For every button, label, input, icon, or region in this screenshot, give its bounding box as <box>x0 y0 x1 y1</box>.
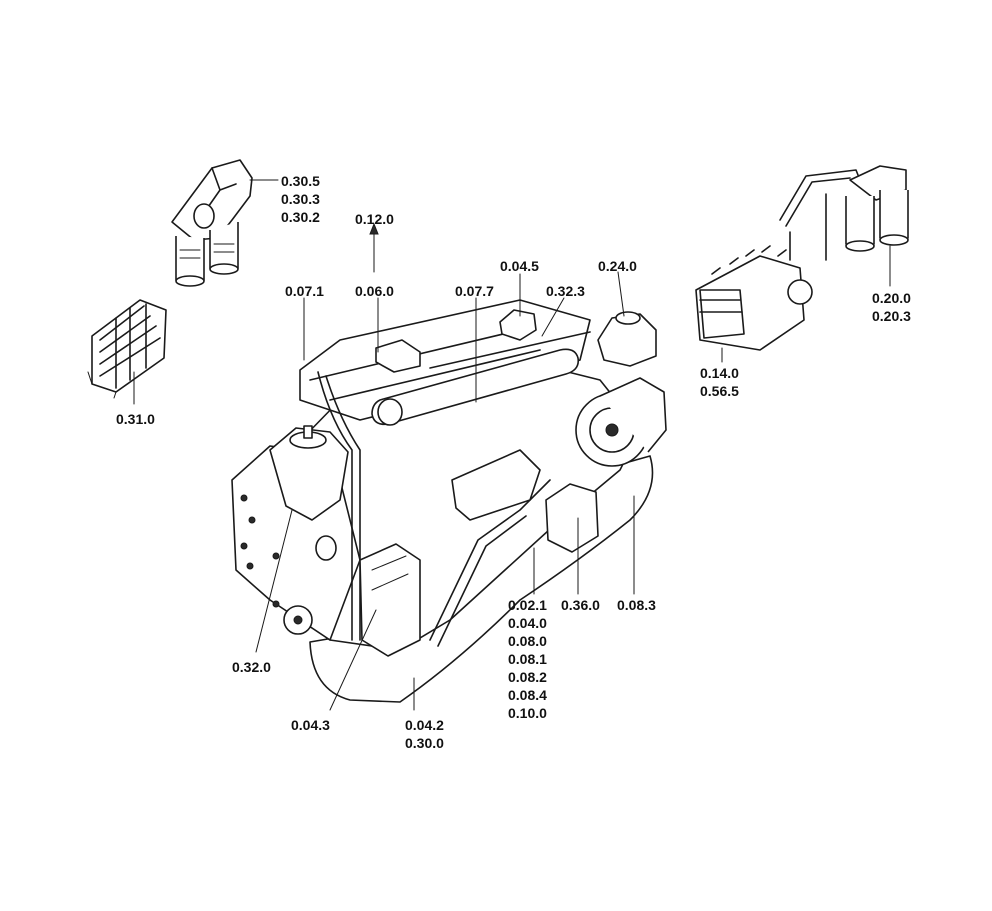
callout-line: 0.04.0 <box>508 615 547 631</box>
callout-line: 0.07.1 <box>285 283 324 299</box>
callout-line: 0.32.0 <box>232 659 271 675</box>
callout-0-02-1-group: 0.02.1 0.04.0 0.08.0 0.08.1 0.08.2 0.08.… <box>508 596 547 722</box>
callout-0-08-3: 0.08.3 <box>617 596 656 614</box>
control-unit <box>87 299 167 399</box>
callout-0-32-0: 0.32.0 <box>232 658 271 676</box>
callout-0-06-0: 0.06.0 <box>355 282 394 300</box>
callout-0-07-1: 0.07.1 <box>285 282 324 300</box>
callout-line: 0.08.4 <box>508 687 547 703</box>
callout-line: 0.06.0 <box>355 283 394 299</box>
callout-line: 0.32.3 <box>546 283 585 299</box>
callout-line: 0.04.3 <box>291 717 330 733</box>
callout-line: 0.10.0 <box>508 705 547 721</box>
callout-0-14-group: 0.14.0 0.56.5 <box>700 364 739 400</box>
callout-line: 0.20.0 <box>872 290 911 306</box>
callout-line: 0.08.1 <box>508 651 547 667</box>
callout-line: 0.04.2 <box>405 717 444 733</box>
callout-line: 0.07.7 <box>455 283 494 299</box>
callout-line: 0.20.3 <box>872 308 911 324</box>
injection-pump-assembly <box>695 169 861 351</box>
callout-line: 0.30.5 <box>281 173 320 189</box>
callout-line: 0.30.0 <box>405 735 444 751</box>
callout-0-24-0: 0.24.0 <box>598 257 637 275</box>
oil-filter-bracket-assembly <box>171 159 253 287</box>
callout-line: 0.14.0 <box>700 365 739 381</box>
callout-line: 0.30.2 <box>281 209 320 225</box>
leader-lines <box>133 179 891 711</box>
callout-line: 0.31.0 <box>116 411 155 427</box>
callout-0-07-7: 0.07.7 <box>455 282 494 300</box>
callout-line: 0.04.5 <box>500 258 539 274</box>
callout-0-36-0: 0.36.0 <box>561 596 600 614</box>
callout-line: 0.24.0 <box>598 258 637 274</box>
callout-0-04-2-group: 0.04.2 0.30.0 <box>405 716 444 752</box>
callout-0-04-3: 0.04.3 <box>291 716 330 734</box>
callout-line: 0.02.1 <box>508 597 547 613</box>
fuel-filter-assembly <box>845 165 909 252</box>
callout-line: 0.56.5 <box>700 383 739 399</box>
callout-line: 0.08.3 <box>617 597 656 613</box>
callout-0-20-group: 0.20.0 0.20.3 <box>872 289 911 325</box>
callout-line: 0.08.0 <box>508 633 547 649</box>
callout-line: 0.08.2 <box>508 669 547 685</box>
callout-0-30-5-group: 0.30.5 0.30.3 0.30.2 <box>281 172 320 226</box>
engine-block <box>231 299 667 703</box>
callout-0-32-3: 0.32.3 <box>546 282 585 300</box>
callout-line: 0.12.0 <box>355 211 394 227</box>
callout-0-04-5: 0.04.5 <box>500 257 539 275</box>
callout-line: 0.30.3 <box>281 191 320 207</box>
callout-line: 0.36.0 <box>561 597 600 613</box>
callout-0-12-0: 0.12.0 <box>355 210 394 228</box>
callout-0-31-0: 0.31.0 <box>116 410 155 428</box>
